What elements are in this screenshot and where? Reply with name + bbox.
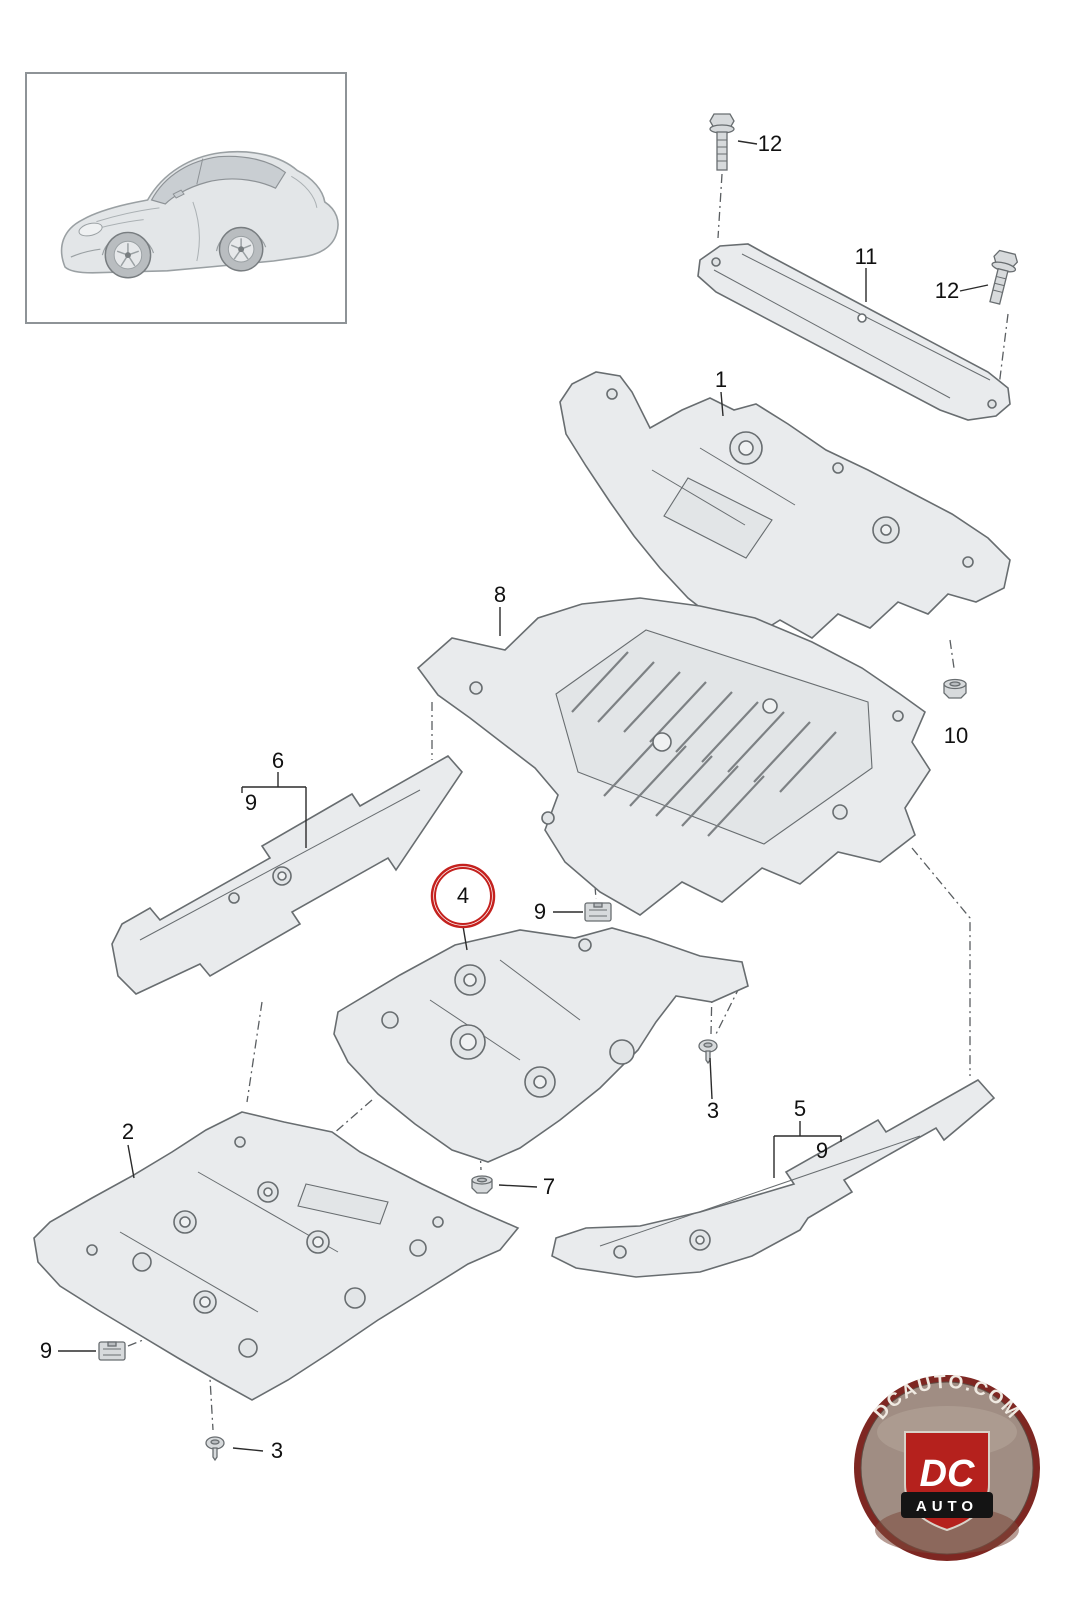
- car-rear-wheel: [218, 226, 264, 272]
- nut-10-icon: [943, 678, 967, 699]
- callout-2: 2: [121, 1119, 135, 1144]
- callout-12-right: 12: [934, 278, 960, 303]
- nut-7-icon: [471, 1175, 493, 1194]
- callout-12-top: 12: [757, 131, 783, 156]
- callout-1: 1: [714, 367, 728, 392]
- part-1-heat-shield: [559, 371, 1011, 641]
- part-5-right-sill-cover: [551, 1078, 996, 1278]
- part-8-engine-cover: [416, 597, 931, 916]
- callout-9-left: 9: [244, 790, 258, 815]
- bolt-12-right-icon: [989, 249, 1019, 305]
- clip-9-bottom-icon: [98, 1341, 126, 1361]
- screw-3-bottom-icon: [205, 1436, 225, 1462]
- callout-11: 11: [854, 244, 878, 269]
- dc-auto-logo: DCAUTO.COM DC AUTO: [854, 1372, 1040, 1561]
- vehicle-thumbnail-box: [25, 72, 347, 324]
- callout-4: 4: [456, 883, 470, 908]
- part-6-left-sill-cover: [111, 754, 464, 995]
- vehicle-thumbnail: [60, 150, 339, 279]
- car-greenhouse: [150, 155, 287, 205]
- car-headlight: [78, 222, 103, 237]
- callout-4-highlight: 4: [434, 867, 492, 925]
- callout-9-center: 9: [533, 899, 547, 924]
- car-mirror: [172, 189, 185, 199]
- callout-9-right: 9: [815, 1138, 829, 1163]
- callout-8: 8: [493, 582, 507, 607]
- part-4-center-cover: [333, 927, 749, 1163]
- part-2-front-cover: [33, 1111, 520, 1401]
- callout-3-bottom: 3: [270, 1438, 284, 1463]
- callout-9-bottom: 9: [39, 1338, 53, 1363]
- callout-5: 5: [793, 1096, 807, 1121]
- part-11-cross-brace: [697, 243, 1011, 421]
- logo-brand-text: DC: [920, 1453, 975, 1495]
- car-front-wheel: [104, 231, 152, 279]
- part-4-leader: [462, 925, 468, 951]
- callout-7: 7: [542, 1174, 556, 1199]
- bolt-12-top-icon: [709, 113, 735, 171]
- screw-3-center-icon: [698, 1039, 718, 1065]
- highlight-ring-part-4: [430, 863, 496, 929]
- leader-lines: [58, 140, 989, 1452]
- callout-3-center: 3: [706, 1098, 720, 1123]
- logo-sub-text: AUTO: [916, 1498, 978, 1515]
- callout-6: 6: [271, 748, 285, 773]
- callout-10: 10: [943, 723, 969, 748]
- logo-band: [901, 1492, 993, 1518]
- clip-9-center-icon: [584, 902, 612, 922]
